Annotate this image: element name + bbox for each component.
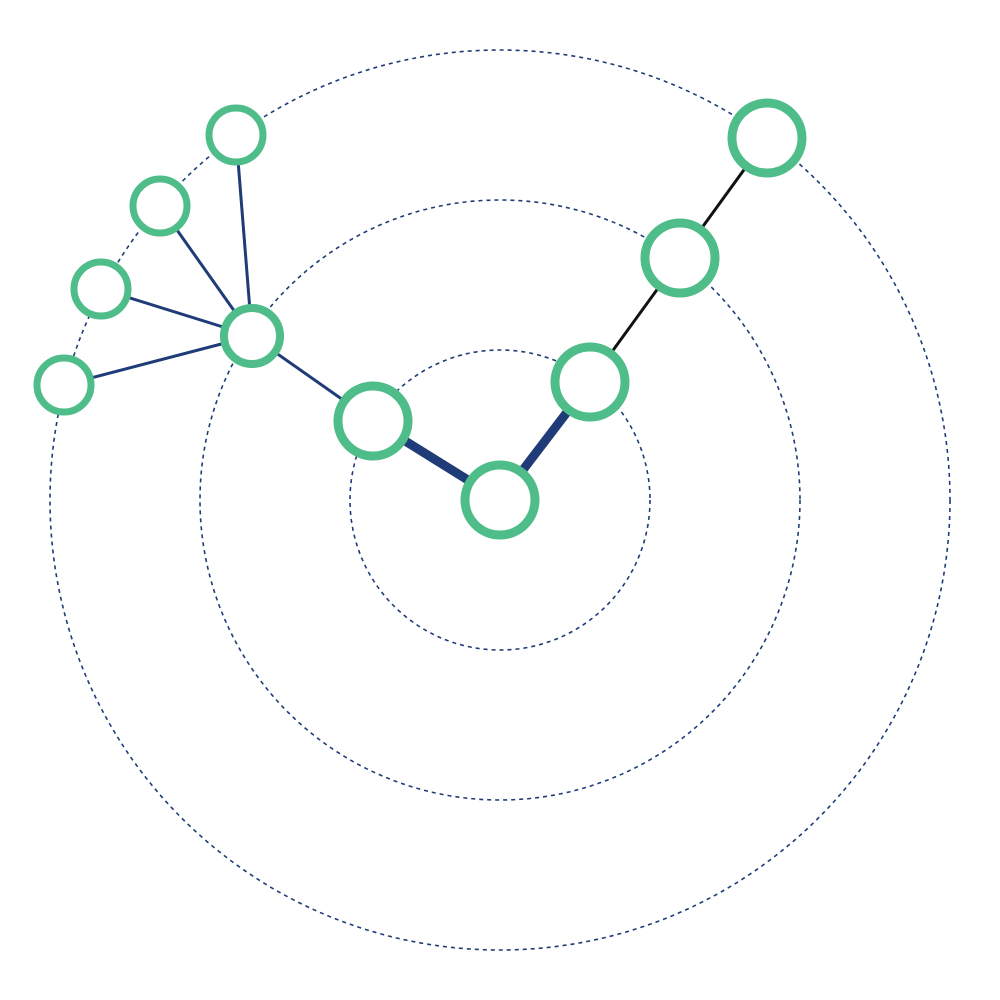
node-leaf-a: [205, 104, 267, 166]
node-root: [460, 460, 540, 540]
node-right-2: [640, 218, 720, 298]
node-leaf-b: [129, 175, 191, 237]
nodes-layer: [33, 98, 807, 540]
ring-2: [199, 199, 801, 801]
node-right-3: [727, 98, 807, 178]
node-leaf-d: [33, 354, 95, 416]
node-leaf-c: [70, 258, 132, 320]
ring-1: [349, 349, 651, 651]
node-left-2: [220, 304, 284, 368]
edge-left-2-leaf-d: [63, 334, 253, 387]
node-left-1: [333, 381, 413, 461]
node-right-1: [550, 342, 630, 422]
edge-left-2-leaf-a: [234, 134, 254, 337]
ring-3: [49, 49, 951, 951]
rings-layer: [49, 49, 951, 951]
